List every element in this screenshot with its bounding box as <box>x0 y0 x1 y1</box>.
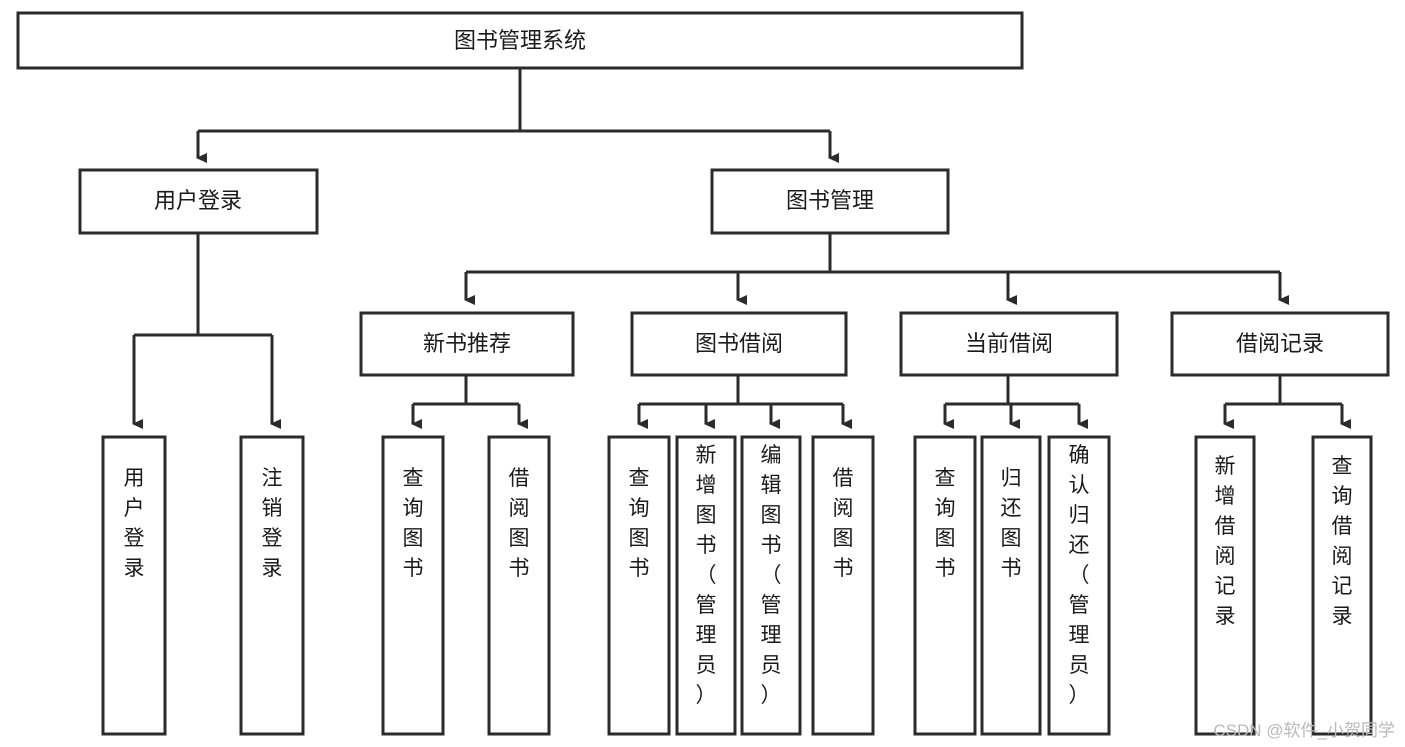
leaf-query-book-1-label: 查询图书 <box>403 467 424 580</box>
leaf-borrow-book-2-box[interactable] <box>811 435 875 736</box>
leaf-query-record-label: 查询借阅记录 <box>1332 455 1353 628</box>
leaf-node[interactable]: 借阅图书 <box>811 435 875 736</box>
node-book-management-box[interactable] <box>710 168 950 235</box>
node-borrow-record-box[interactable] <box>1170 311 1390 377</box>
leaf-node[interactable]: 查询图书 <box>607 435 671 736</box>
leaf-return-book-box[interactable] <box>980 435 1042 736</box>
node-borrow-record[interactable]: 借阅记录 <box>1170 311 1390 377</box>
connector-group-new-book-recommend <box>411 375 528 429</box>
leaf-node[interactable]: 编辑图书（管理员） <box>740 435 802 736</box>
node-book-management[interactable]: 图书管理 <box>710 168 950 235</box>
node-book-borrow-label: 图书借阅 <box>695 331 783 356</box>
node-current-borrow-label: 当前借阅 <box>965 331 1053 356</box>
leaf-query-book-2-label: 查询图书 <box>629 467 650 580</box>
node-root-box[interactable] <box>16 11 1024 70</box>
leaf-add-book-label: 新增图书（管理员） <box>696 444 717 707</box>
connector-group-borrow-record <box>1223 375 1351 429</box>
leaf-node[interactable]: 查询借阅记录 <box>1311 435 1373 736</box>
leaf-borrow-book-1-box[interactable] <box>487 435 551 736</box>
leaf-node[interactable]: 查询图书 <box>913 435 977 736</box>
leaf-edit-book-label: 编辑图书（管理员） <box>761 444 782 707</box>
connector-group-current-borrow <box>943 375 1088 429</box>
leaf-logout-login-label: 注销登录 <box>262 467 283 580</box>
leaf-node[interactable]: 确认归还（管理员） <box>1047 435 1111 736</box>
node-current-borrow[interactable]: 当前借阅 <box>899 311 1119 377</box>
leaf-node[interactable]: 用户登录 <box>101 435 167 736</box>
node-book-borrow-box[interactable] <box>630 311 848 377</box>
leaf-query-book-3-box[interactable] <box>913 435 977 736</box>
node-root[interactable]: 图书管理系统 <box>16 11 1024 70</box>
leaf-confirm-return-label: 确认归还（管理员） <box>1069 444 1090 707</box>
watermark: CSDN @软件_小贺同学 <box>1213 721 1395 740</box>
node-borrow-record-label: 借阅记录 <box>1236 331 1324 356</box>
node-book-management-label: 图书管理 <box>786 188 874 213</box>
leaf-user-login-label: 用户登录 <box>124 467 145 580</box>
connector-group-book-borrow <box>637 375 852 429</box>
leaf-return-book-label: 归还图书 <box>1001 467 1022 580</box>
node-new-book-recommend[interactable]: 新书推荐 <box>359 311 575 377</box>
node-user-login[interactable]: 用户登录 <box>78 168 319 235</box>
node-current-borrow-box[interactable] <box>899 311 1119 377</box>
leaf-confirm-return-box[interactable] <box>1047 435 1111 736</box>
leaf-query-book-3-label: 查询图书 <box>935 467 956 580</box>
leaf-query-book-1-box[interactable] <box>381 435 445 736</box>
leaf-borrow-book-2-label: 借阅图书 <box>833 467 854 580</box>
leaf-node[interactable]: 借阅图书 <box>487 435 551 736</box>
node-user-login-label: 用户登录 <box>154 188 242 213</box>
leaf-node[interactable]: 注销登录 <box>239 435 305 736</box>
node-root-label: 图书管理系统 <box>454 28 586 53</box>
leaf-logout-login-box[interactable] <box>239 435 305 736</box>
leaf-add-record-box[interactable] <box>1194 435 1256 736</box>
node-book-borrow[interactable]: 图书借阅 <box>630 311 848 377</box>
node-new-book-recommend-label: 新书推荐 <box>423 331 511 356</box>
connector-group-user-login <box>132 233 281 429</box>
connector-group-root <box>196 68 839 163</box>
leaf-query-book-2-box[interactable] <box>607 435 671 736</box>
leaf-node[interactable]: 新增图书（管理员） <box>675 435 737 736</box>
leaf-user-login-box[interactable] <box>101 435 167 736</box>
node-user-login-box[interactable] <box>78 168 319 235</box>
leaf-node[interactable]: 归还图书 <box>980 435 1042 736</box>
leaf-add-record-label: 新增借阅记录 <box>1215 455 1236 628</box>
leaf-add-book-box[interactable] <box>675 435 737 736</box>
leaf-query-record-box[interactable] <box>1311 435 1373 736</box>
leaf-edit-book-box[interactable] <box>740 435 802 736</box>
leaf-node[interactable]: 新增借阅记录 <box>1194 435 1256 736</box>
leaf-node[interactable]: 查询图书 <box>381 435 445 736</box>
node-new-book-recommend-box[interactable] <box>359 311 575 377</box>
connector-group-book-management <box>464 233 1289 305</box>
leaf-borrow-book-1-label: 借阅图书 <box>509 467 530 580</box>
